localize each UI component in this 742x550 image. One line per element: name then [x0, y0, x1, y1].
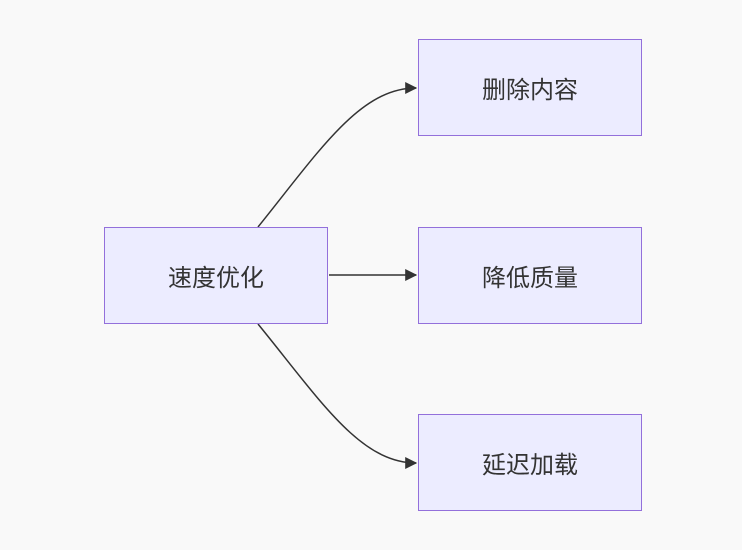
node-lazy-loading: 延迟加载	[418, 414, 642, 511]
node-speed-optimization: 速度优化	[104, 227, 328, 324]
edge-root-to-lazy-loading	[257, 323, 418, 469]
node-label: 降低质量	[482, 264, 578, 292]
node-reduce-quality: 降低质量	[418, 227, 642, 324]
node-label: 速度优化	[168, 264, 264, 292]
node-label: 删除内容	[482, 76, 578, 104]
node-delete-content: 删除内容	[418, 39, 642, 136]
node-label: 延迟加载	[482, 451, 578, 479]
edge-root-to-delete-content	[257, 82, 418, 228]
